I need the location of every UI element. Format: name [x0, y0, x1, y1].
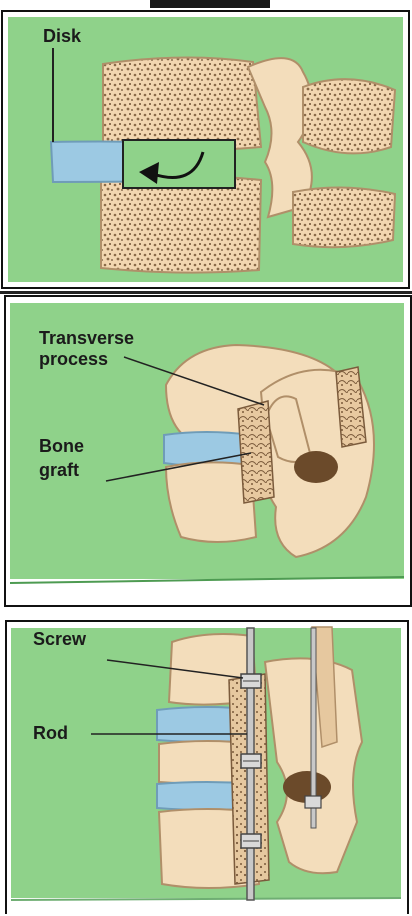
transverse-process-label-line2: process [39, 349, 108, 370]
cropped-heading-fragment [150, 0, 270, 8]
upper-vertebral-body [103, 57, 261, 150]
screw-bottom-icon [241, 834, 261, 848]
panel-3-illustration [7, 622, 409, 916]
panel-screw-rod: Screw Rod [5, 620, 409, 914]
panel-divider [0, 291, 412, 294]
upper-spinous-process [303, 79, 395, 153]
panel-1-illustration [3, 12, 408, 287]
foramen-shadow [294, 451, 338, 483]
screw-label: Screw [33, 629, 86, 650]
screw-right-icon [305, 796, 321, 808]
panel-bone-graft: Transverse process Bone graft [4, 295, 412, 607]
bone-graft-left [238, 401, 274, 503]
screw-top-icon [241, 674, 261, 688]
screw-middle-icon [241, 754, 261, 768]
top-strip [0, 0, 412, 10]
lower-spinous-process [293, 187, 395, 247]
panel-disk-removal: Disk [1, 10, 410, 289]
lower-vertebral-body [101, 176, 261, 273]
bone-graft-label-line1: Bone [39, 436, 84, 457]
removed-disk-area [123, 140, 235, 188]
rod-label: Rod [33, 723, 68, 744]
bone-graft-label-line2: graft [39, 460, 79, 481]
transverse-process-label-line1: Transverse [39, 328, 134, 349]
disk-label: Disk [43, 26, 81, 47]
